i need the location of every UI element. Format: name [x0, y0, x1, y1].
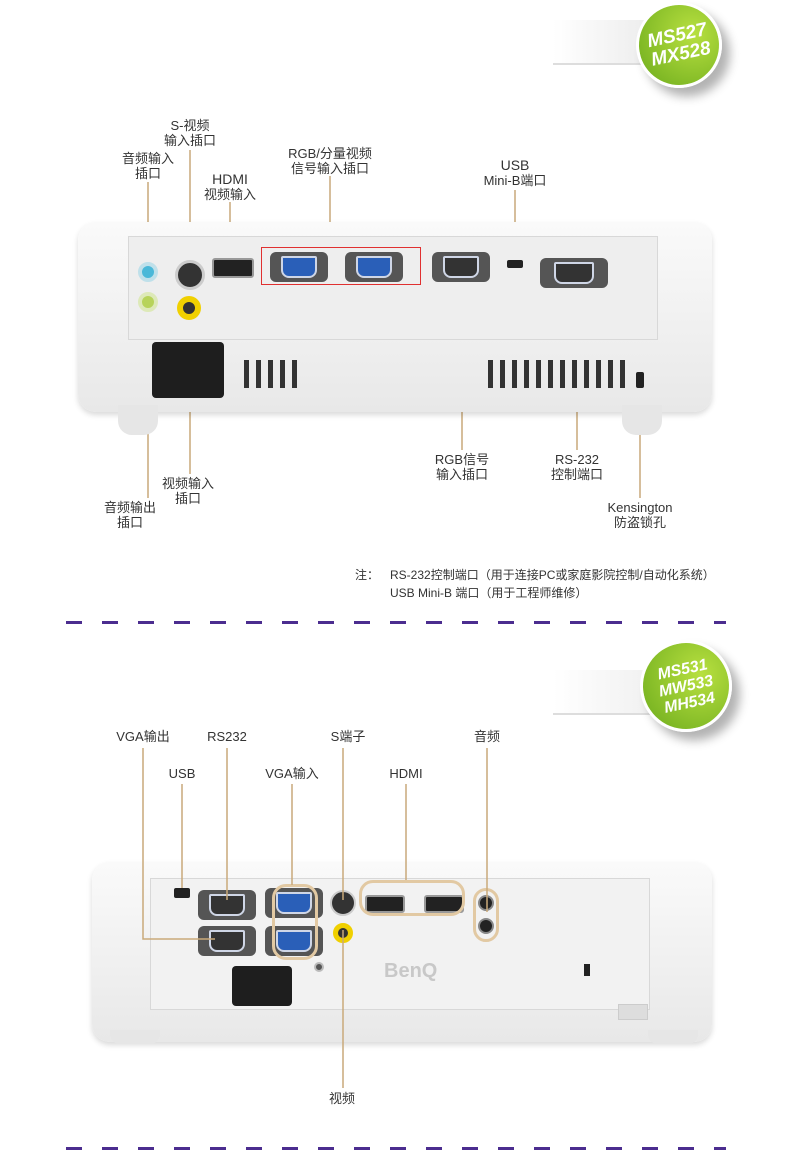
usb-port	[174, 888, 190, 898]
monitor-out-port	[198, 926, 256, 956]
rgb-highlight-box	[261, 247, 421, 285]
section-divider	[66, 1147, 726, 1150]
vent	[618, 1004, 648, 1020]
note-line: USB Mini-B 端口（用于工程师维修）	[390, 586, 588, 600]
kensington-slot	[584, 964, 590, 976]
kensington-slot	[636, 372, 644, 388]
power-socket	[152, 342, 224, 398]
label-rgb-component: RGB/分量视频信号输入插口	[288, 146, 372, 176]
label-rs232: RS232	[207, 729, 247, 744]
rs232-port	[540, 258, 608, 288]
audio-in-port	[138, 262, 158, 282]
label-audio: 音频	[473, 729, 501, 744]
audio-highlight	[473, 888, 499, 942]
note-line: RS-232控制端口（用于连接PC或家庭影院控制/自动化系统）	[390, 568, 715, 582]
computer-in-1-port	[345, 252, 403, 282]
label-vga-in: VGA输入	[265, 766, 319, 781]
vent-left	[244, 360, 304, 388]
screw	[314, 962, 324, 972]
label-audio-out: 音频输出插口	[103, 500, 157, 530]
hdmi-highlight	[359, 880, 465, 916]
label-rgb-signal: RGB信号输入插口	[434, 452, 490, 482]
computer-in-2-port	[270, 252, 328, 282]
note-prefix: 注：	[355, 568, 380, 582]
projector-feet	[648, 1030, 698, 1044]
label-hdmi: HDMI	[389, 766, 423, 781]
label-s-video: S-视频输入插口	[163, 118, 217, 148]
vent-right	[488, 360, 628, 388]
vga-in-highlight	[272, 884, 318, 960]
label-video-in: 视频输入插口	[161, 476, 215, 506]
video-in-port	[177, 296, 201, 320]
projector-feet	[110, 1030, 160, 1044]
monitor-out-port	[432, 252, 490, 282]
label-s-terminal: S端子	[330, 729, 366, 744]
hdmi-port	[212, 258, 254, 278]
usb-mini-b-port	[507, 260, 523, 268]
rs232-port	[198, 890, 256, 920]
label-audio-in: 音频输入插口	[121, 151, 175, 181]
audio-out-port	[138, 292, 158, 312]
projector-feet	[622, 405, 662, 435]
label-usb: USB	[168, 766, 196, 781]
projector-feet	[118, 405, 158, 435]
s-video-port	[175, 260, 205, 290]
brand-logo: BenQ	[384, 960, 438, 982]
label-video: 视频	[328, 1091, 356, 1106]
leader-vga-out	[142, 748, 215, 940]
section-divider	[66, 621, 726, 624]
power-socket	[232, 966, 292, 1006]
label-vga-out: VGA输出	[116, 729, 170, 744]
